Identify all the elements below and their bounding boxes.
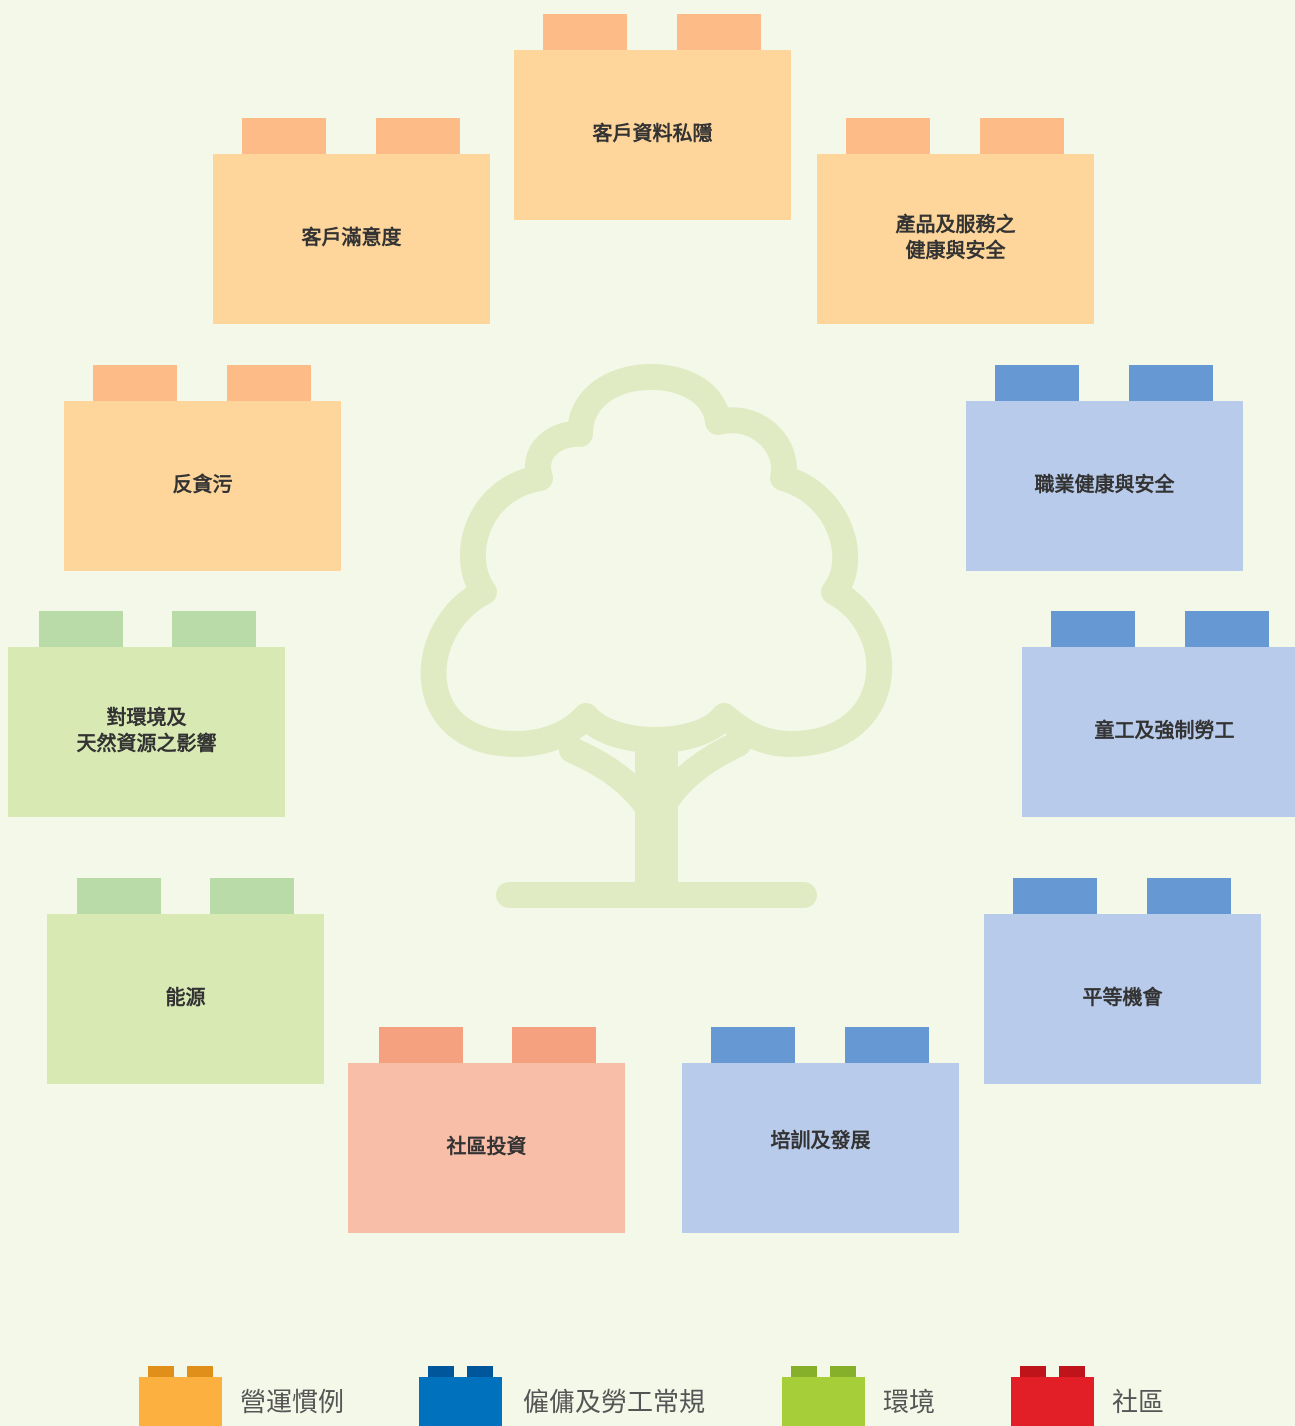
block-label: 職業健康與安全 xyxy=(1034,472,1175,496)
block-label: 社區投資 xyxy=(446,1134,527,1158)
block-label: 客戶滿意度 xyxy=(301,225,402,249)
block-stud xyxy=(379,1027,463,1064)
block-equal-opportunity: 平等機會 xyxy=(984,878,1261,1084)
block-stud xyxy=(846,118,930,155)
legend-label: 僱傭及勞工常規 xyxy=(523,1388,706,1418)
legend-label: 社區 xyxy=(1112,1388,1165,1418)
block-body: 客戶滿意度 xyxy=(213,154,490,324)
block-body: 社區投資 xyxy=(348,1063,625,1233)
block-stud xyxy=(210,878,294,915)
block-stud xyxy=(1185,611,1269,648)
block-customer-privacy: 客戶資料私隱 xyxy=(514,14,791,220)
block-body: 職業健康與安全 xyxy=(966,401,1243,571)
block-stud xyxy=(1147,878,1231,915)
legend-label: 營運慣例 xyxy=(240,1388,345,1418)
block-stud xyxy=(242,118,326,155)
block-body: 能源 xyxy=(47,914,324,1084)
legend-label: 環境 xyxy=(883,1388,936,1418)
block-body: 平等機會 xyxy=(984,914,1261,1084)
block-stud xyxy=(1129,365,1213,402)
block-stud xyxy=(93,365,177,402)
legend-swatch xyxy=(419,1366,502,1426)
block-stud xyxy=(512,1027,596,1064)
block-body: 產品及服務之 健康與安全 xyxy=(817,154,1094,324)
block-stud xyxy=(376,118,460,155)
block-stud xyxy=(980,118,1064,155)
legend-swatch xyxy=(782,1366,865,1426)
block-stud xyxy=(227,365,311,402)
block-label: 客戶資料私隱 xyxy=(592,121,713,145)
block-label: 對環境及 天然資源之影響 xyxy=(76,705,217,755)
block-stud xyxy=(172,611,256,648)
block-body: 反貪污 xyxy=(64,401,341,571)
block-stud xyxy=(711,1027,795,1064)
block-stud xyxy=(39,611,123,648)
block-label: 產品及服務之 健康與安全 xyxy=(895,212,1016,262)
block-energy: 能源 xyxy=(47,878,324,1084)
block-environmental-impact: 對環境及 天然資源之影響 xyxy=(8,611,285,817)
block-label: 反貪污 xyxy=(172,472,233,496)
block-label: 培訓及發展 xyxy=(770,1128,871,1152)
block-stud xyxy=(543,14,627,51)
block-customer-satisfaction: 客戶滿意度 xyxy=(213,118,490,324)
block-training-development: 培訓及發展 xyxy=(682,1027,959,1233)
block-stud xyxy=(1051,611,1135,648)
legend-swatch xyxy=(139,1366,222,1426)
block-child-forced-labour: 童工及強制勞工 xyxy=(1022,611,1295,817)
block-anti-corruption: 反貪污 xyxy=(64,365,341,571)
legend-swatch xyxy=(1011,1366,1094,1426)
block-community-investment: 社區投資 xyxy=(348,1027,625,1233)
block-body: 培訓及發展 xyxy=(682,1063,959,1233)
block-stud xyxy=(677,14,761,51)
block-body: 對環境及 天然資源之影響 xyxy=(8,647,285,817)
block-occupational-health-safety: 職業健康與安全 xyxy=(966,365,1243,571)
block-stud xyxy=(1013,878,1097,915)
block-product-health-safety: 產品及服務之 健康與安全 xyxy=(817,118,1094,324)
block-body: 童工及強制勞工 xyxy=(1022,647,1295,817)
block-label: 能源 xyxy=(165,985,206,1009)
block-stud xyxy=(845,1027,929,1064)
block-label: 平等機會 xyxy=(1082,985,1163,1009)
block-stud xyxy=(995,365,1079,402)
block-stud xyxy=(77,878,161,915)
block-body: 客戶資料私隱 xyxy=(514,50,791,220)
block-label: 童工及強制勞工 xyxy=(1094,718,1235,742)
